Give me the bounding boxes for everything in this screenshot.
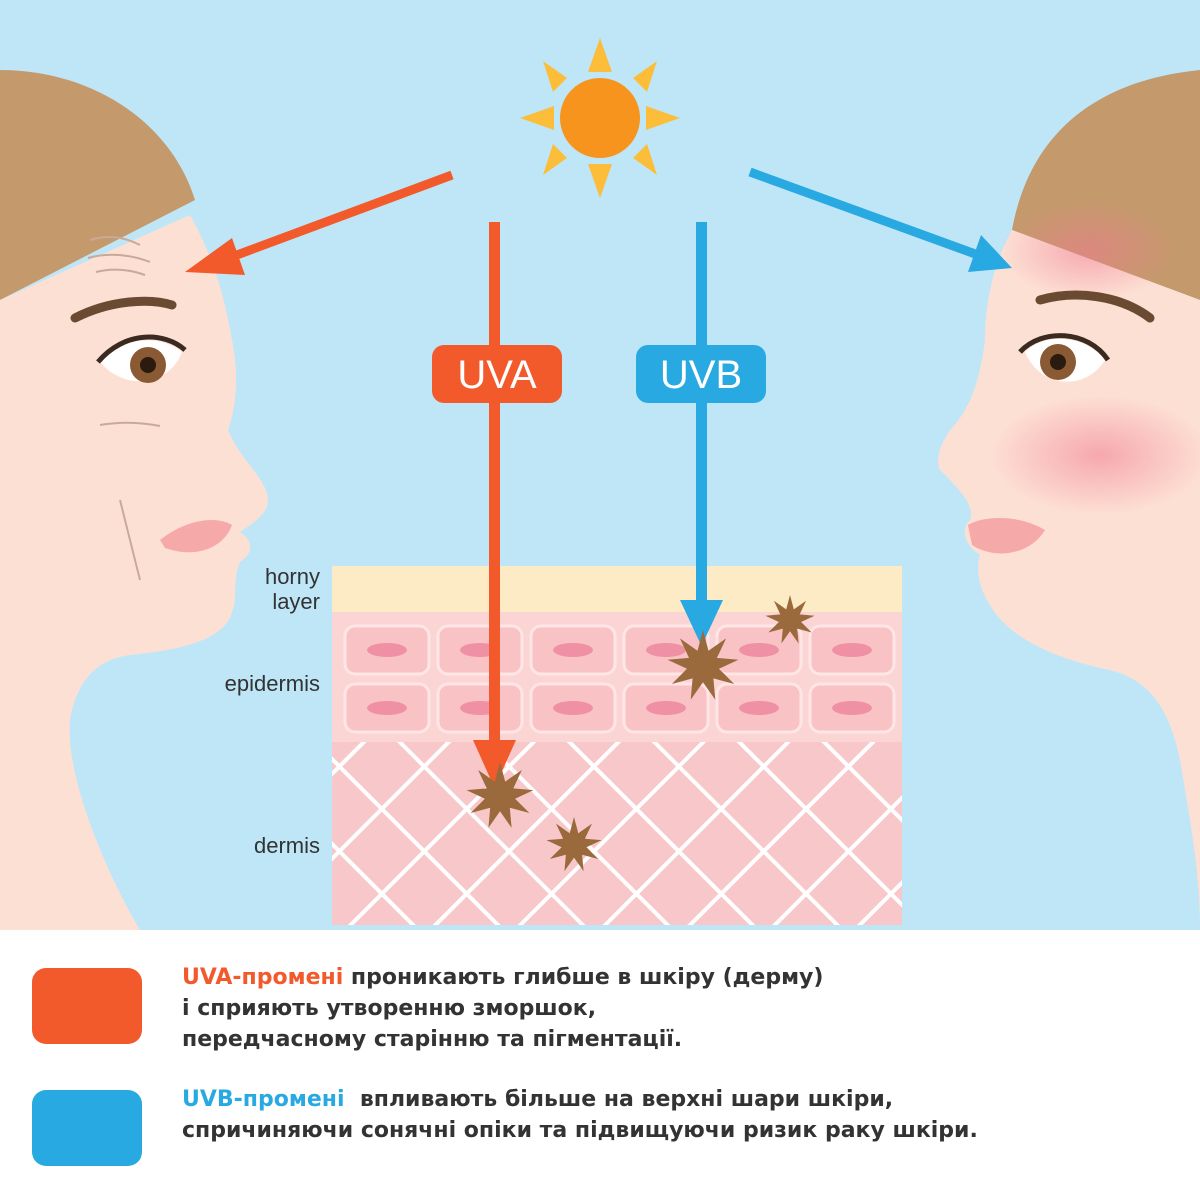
horny-layer	[332, 566, 902, 612]
cell-nucleus	[367, 643, 407, 657]
cell-nucleus	[832, 701, 872, 715]
cell-nucleus	[553, 701, 593, 715]
uva-line2: і сприяють утворенню зморшок,	[182, 996, 597, 1021]
uvb-line1: впливають більше на верхні шари шкіри,	[344, 1087, 894, 1112]
uvb-badge-label: UVB	[660, 353, 742, 397]
damage-star-icon	[765, 595, 815, 644]
uv-illustration: horny layer epidermis dermis UVA U	[0, 0, 1200, 930]
cell-nucleus	[646, 643, 686, 657]
cell-nucleus	[832, 643, 872, 657]
uva-term: UVA-промені	[182, 965, 344, 990]
uvb-term: UVB-промені	[182, 1087, 345, 1112]
damage-stars	[466, 595, 815, 872]
uva-description: UVA-промені проникають глибше в шкіру (д…	[182, 962, 1172, 1055]
label-epidermis: epidermis	[225, 671, 320, 696]
uvb-line2: спричиняючи сонячні опіки та підвищуючи …	[182, 1118, 978, 1143]
sun-icon	[520, 38, 680, 198]
uvb-description: UVB-промені впливають більше на верхні ш…	[182, 1084, 1172, 1146]
uva-arrow-vertical	[473, 222, 516, 788]
dermis-layer	[332, 742, 902, 925]
uva-line3: передчасному старінню та пігментації.	[182, 1027, 683, 1052]
cell-nucleus	[367, 701, 407, 715]
uvb-arrow-vertical	[680, 222, 723, 646]
cell-nucleus	[646, 701, 686, 715]
epidermis-cells	[343, 624, 896, 734]
damage-star-icon	[466, 762, 534, 828]
label-dermis: dermis	[254, 833, 320, 858]
damage-star-icon	[667, 630, 739, 700]
uva-badge-label: UVA	[457, 353, 537, 397]
uvb-arrow-face	[748, 167, 1012, 272]
uva-swatch	[32, 968, 142, 1044]
cell-nucleus	[739, 701, 779, 715]
uvb-swatch	[32, 1090, 142, 1166]
sunburned-face-icon	[938, 70, 1200, 930]
cell-nucleus	[739, 643, 779, 657]
uvb-badge: UVB	[636, 345, 766, 403]
uva-line1: проникають глибше в шкіру (дерму)	[343, 965, 824, 990]
label-horny-line1: horny	[265, 564, 320, 589]
uva-badge: UVA	[432, 345, 562, 403]
aged-face-icon	[0, 70, 268, 930]
damage-star-icon	[546, 817, 602, 872]
label-horny-line2: layer	[272, 589, 320, 614]
uva-arrow-face	[185, 170, 454, 275]
skin-cross-section	[332, 566, 902, 925]
legend: UVA-промені проникають глибше в шкіру (д…	[0, 930, 1200, 1200]
cell-nucleus	[553, 643, 593, 657]
